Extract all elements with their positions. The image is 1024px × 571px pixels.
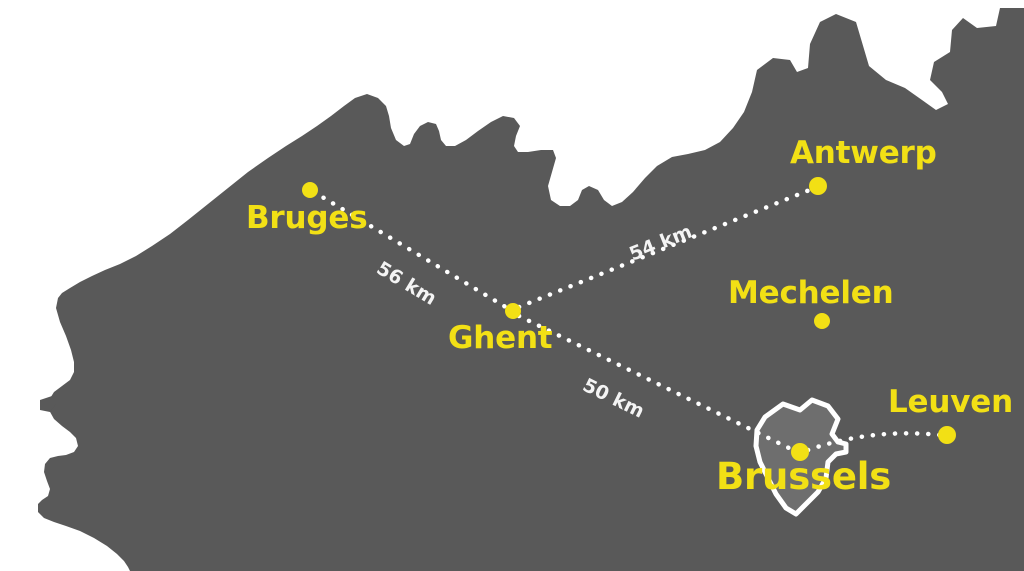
- city-dot-ghent[interactable]: [505, 303, 521, 319]
- city-label-antwerp: Antwerp: [790, 135, 937, 171]
- city-label-mechelen: Mechelen: [728, 275, 894, 311]
- route-lines: [311, 186, 943, 453]
- route-bruges-ghent: [311, 189, 512, 312]
- city-dot-bruges[interactable]: [302, 182, 318, 198]
- city-label-leuven: Leuven: [888, 384, 1013, 420]
- route-brussels-leuven: [805, 431, 943, 453]
- city-dot-antwerp[interactable]: [809, 177, 827, 195]
- city-dot-brussels[interactable]: [791, 443, 809, 461]
- route-ghent-brussels: [516, 313, 796, 453]
- city-label-bruges: Bruges: [246, 200, 368, 236]
- city-dot-mechelen[interactable]: [814, 313, 830, 329]
- coast-inlet-detail: [40, 396, 56, 412]
- city-label-ghent: Ghent: [448, 320, 553, 356]
- city-label-brussels: Brussels: [716, 455, 892, 498]
- city-dot-leuven[interactable]: [938, 426, 956, 444]
